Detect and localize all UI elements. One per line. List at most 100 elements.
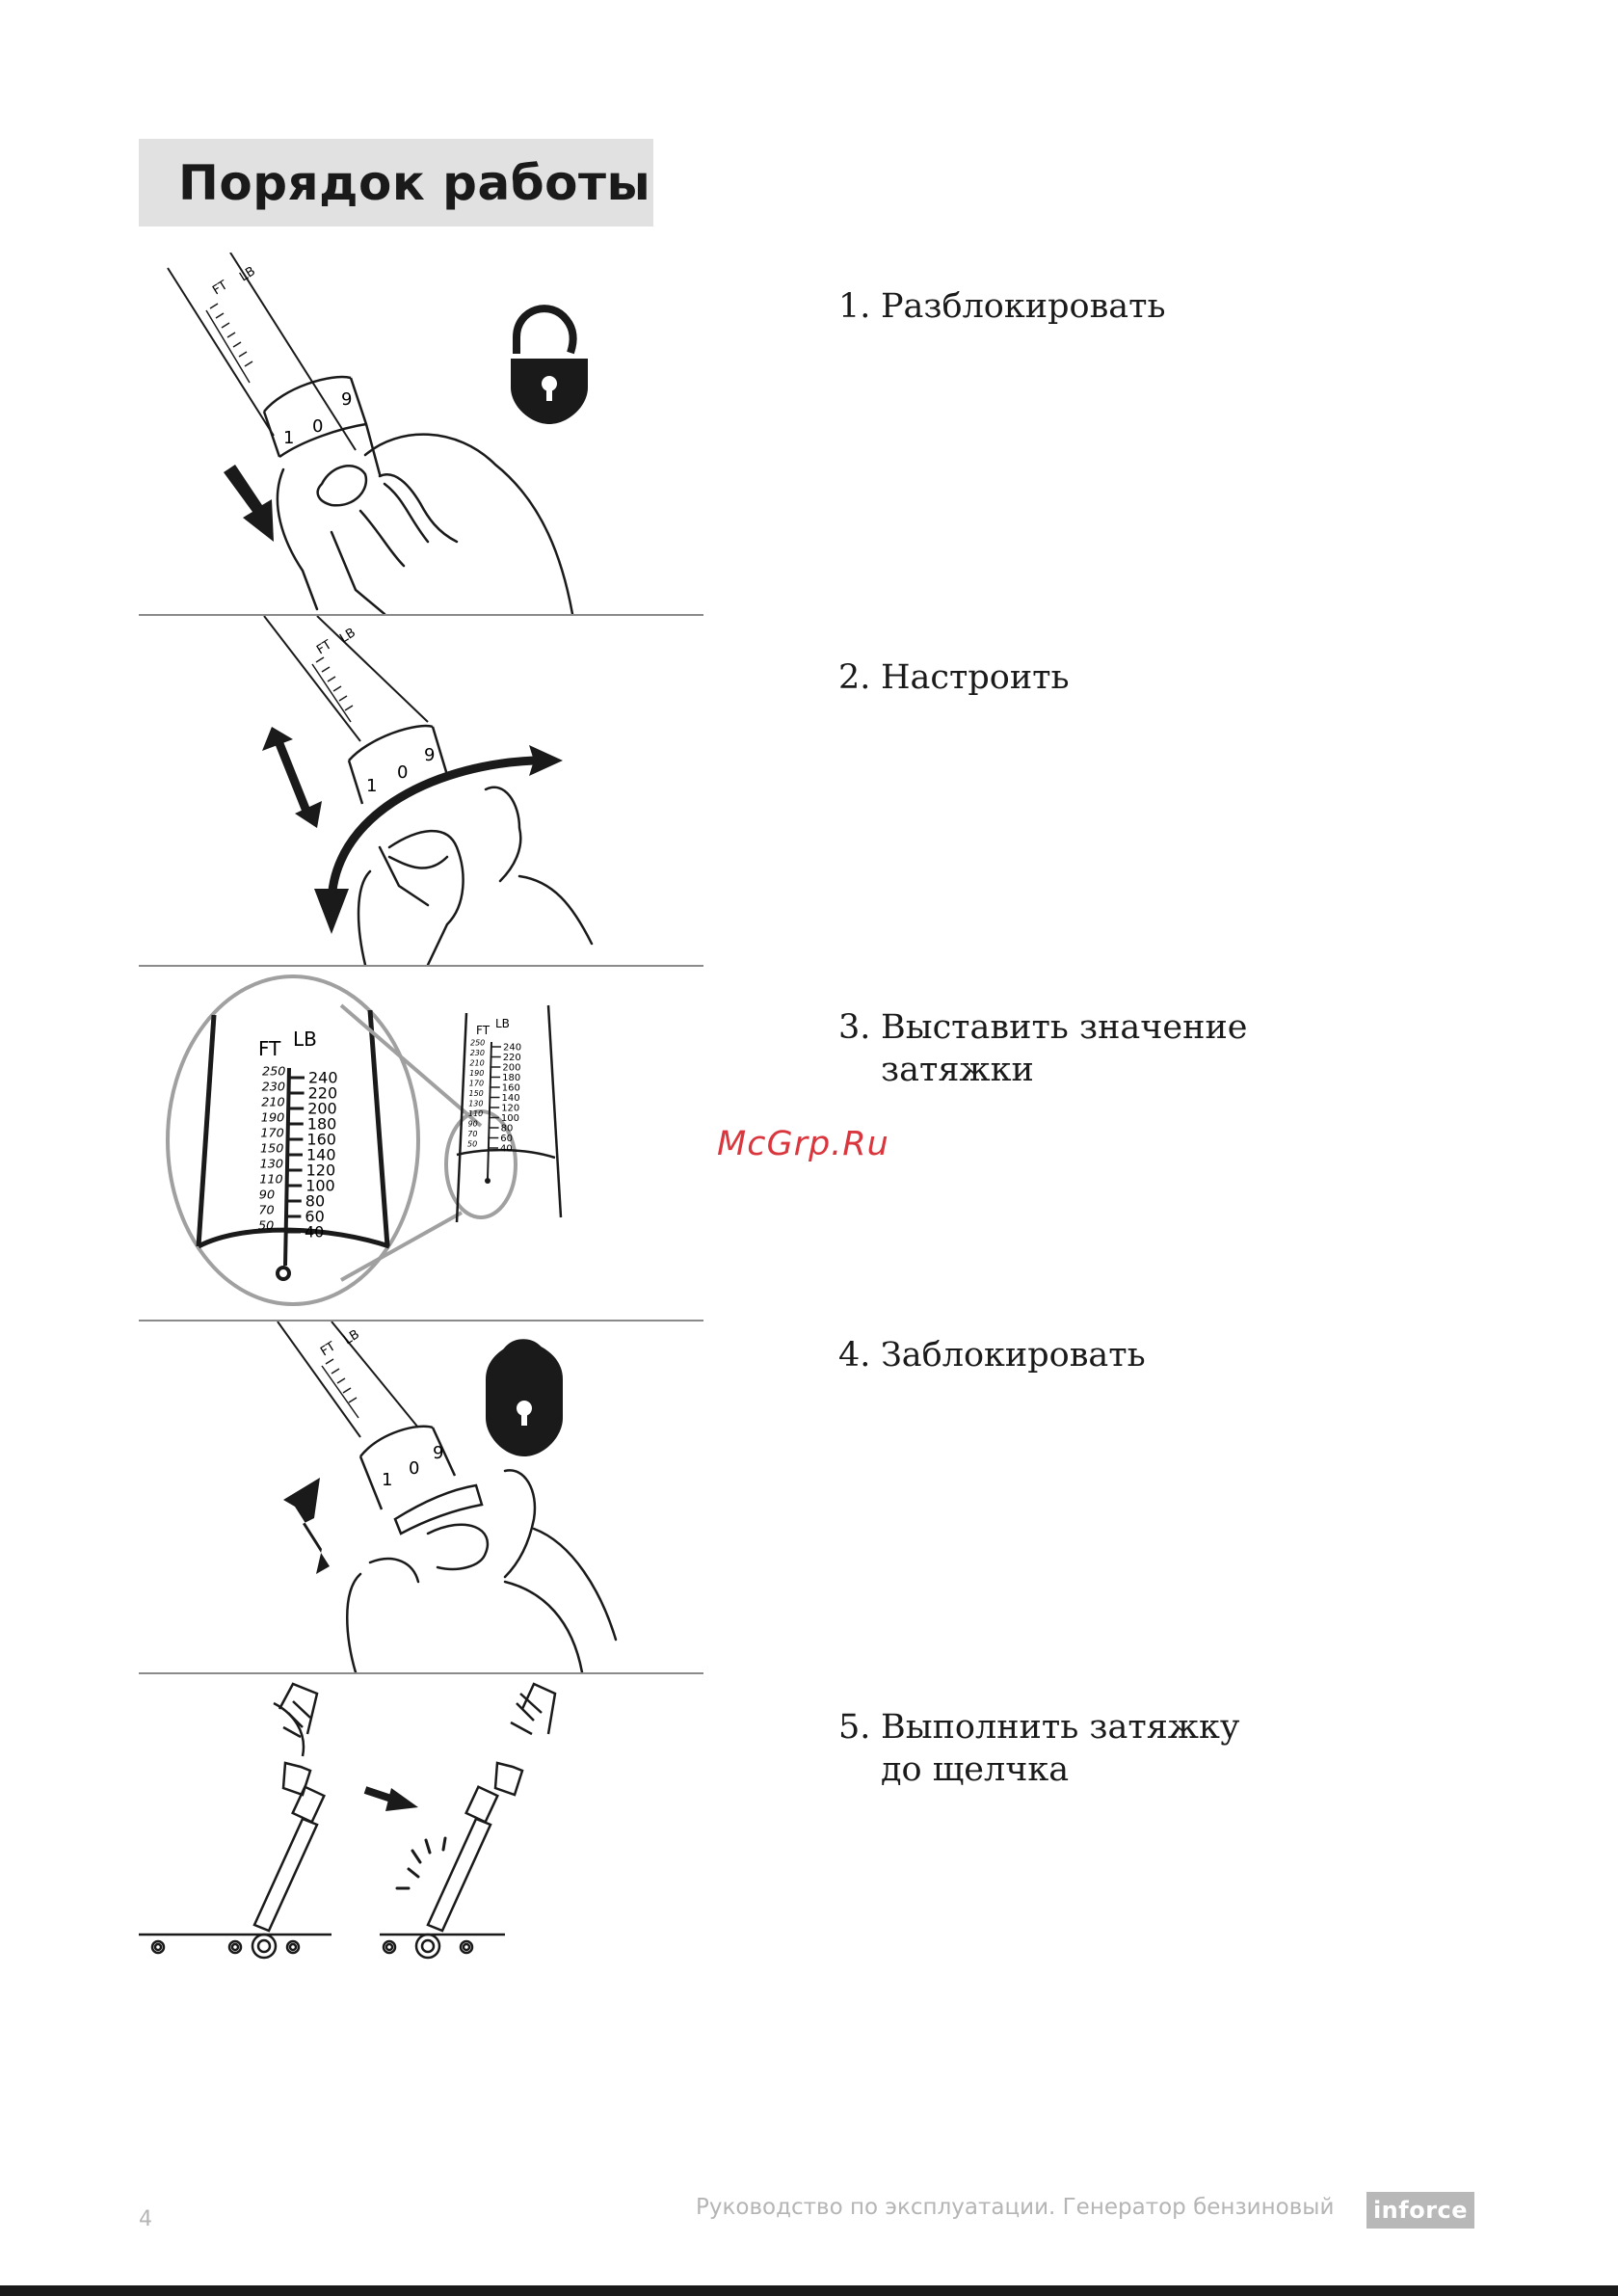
step-4: 4. Заблокировать [838, 1334, 1146, 1376]
scale-lb-value: 140 [502, 1093, 520, 1104]
illustration-tighten [139, 1682, 557, 1960]
scale-ft-value: 70 [467, 1130, 477, 1138]
scale-ft-label: FT [318, 1340, 338, 1360]
divider [139, 965, 703, 967]
step-text-continued: до щелчка [881, 1750, 1070, 1789]
step-number: 2. [838, 658, 871, 697]
brand-logo: inforce [1366, 2192, 1474, 2229]
illustration-lock: FT LB 1 0 9 [277, 1322, 618, 1672]
scale-ft-value: 230 [262, 1081, 285, 1095]
dial-digit: 1 [382, 1470, 392, 1490]
step-text: Выполнить затяжку [881, 1708, 1240, 1747]
step-3: 3. Выставить значение затяжки [838, 1006, 1248, 1091]
step-number: 4. [838, 1336, 871, 1375]
scale-ft-value: 250 [262, 1065, 285, 1080]
step-text: Настроить [881, 658, 1070, 697]
scale-lb-value: 180 [307, 1115, 337, 1134]
dial-digit: 9 [424, 745, 435, 765]
scale-ft-label: FT [210, 279, 230, 299]
scale-ft-value: 210 [261, 1096, 284, 1110]
scale-ft-value: 110 [468, 1109, 483, 1118]
wrench-before-icon [139, 1682, 332, 1960]
rotate-arrow-icon [327, 756, 535, 906]
illustration-set-value: FT LB 2402202001801601401201008060402502… [166, 974, 563, 1306]
padlock-closed-icon [486, 1339, 563, 1456]
scale-ft-value: 150 [260, 1142, 283, 1157]
scale-ft-value: 130 [260, 1158, 283, 1172]
page-title-box: Порядок работы [139, 139, 653, 227]
scale-lb-value: 200 [502, 1063, 520, 1074]
double-arrow-icon [262, 727, 322, 828]
scale-ft-label: FT [258, 1037, 281, 1060]
arrow-right-icon [363, 1786, 418, 1811]
scale-ft-value: 90 [468, 1119, 478, 1128]
dial-digit: 0 [312, 416, 323, 437]
dial-digit: 1 [283, 428, 294, 448]
divider [139, 1320, 703, 1322]
illustration-unlock: FT LB 1 0 9 [167, 253, 588, 614]
arrow-up-icon [283, 1478, 330, 1574]
step-text-continued: затяжки [881, 1051, 1034, 1089]
scale-lb-label: LB [237, 264, 258, 284]
scale-lb-value: 160 [502, 1083, 520, 1094]
scale-ft-value: 170 [469, 1079, 484, 1087]
scale-lb-value: 220 [503, 1053, 521, 1063]
dial-digit: 1 [366, 776, 377, 796]
scale-lb-value: 220 [308, 1084, 338, 1103]
arrow-down-icon [224, 465, 274, 542]
scale-ft-label: FT [314, 638, 334, 658]
illustration-adjust: FT LB 1 0 9 [262, 616, 594, 965]
divider [139, 614, 703, 616]
bottom-bar [0, 2285, 1618, 2296]
scale-ft-value: 110 [259, 1173, 282, 1188]
divider [139, 1672, 703, 1674]
wrench-after-icon [380, 1682, 557, 1960]
scale-lb-value: 40 [500, 1144, 513, 1155]
dial-digit: 9 [433, 1443, 443, 1463]
step-text: Заблокировать [881, 1336, 1146, 1375]
scale-ft-value: 50 [467, 1139, 477, 1148]
scale-lb-label: LB [341, 1327, 362, 1348]
scale-lb-value: 120 [306, 1161, 336, 1180]
scale-lb-label: LB [337, 626, 358, 646]
scale-ft-value: 90 [259, 1188, 275, 1203]
scale-lb-value: 240 [308, 1069, 338, 1087]
scale-lb-value: 60 [500, 1134, 513, 1144]
step-5: 5. Выполнить затяжку до щелчка [838, 1706, 1239, 1791]
page-title: Порядок работы [178, 154, 651, 211]
step-number: 3. [838, 1008, 871, 1047]
dial-digit: 9 [341, 389, 352, 410]
step-1: 1.Разблокировать [838, 285, 1166, 328]
dial-digit: 0 [409, 1458, 419, 1479]
padlock-open-icon [511, 305, 588, 424]
scale-lb-value: 100 [305, 1177, 335, 1195]
scale-ft-value: 130 [468, 1099, 483, 1108]
scale-lb-value: 60 [305, 1208, 324, 1226]
scale-ft-value: 150 [469, 1089, 484, 1098]
scale-lb-value: 40 [305, 1223, 324, 1241]
scale-lb-value: 140 [306, 1146, 336, 1164]
watermark: McGrp.Ru [717, 1125, 889, 1163]
dial-digit: 0 [397, 762, 408, 783]
footer-text: Руководство по эксплуатации. Генератор б… [696, 2195, 1335, 2220]
click-lines-icon [395, 1836, 447, 1890]
scale-ft-value: 250 [470, 1038, 485, 1047]
scale-lb-value: 160 [306, 1131, 336, 1149]
scale-ft-value: 230 [470, 1049, 485, 1057]
scale-lb-value: 120 [501, 1104, 519, 1114]
scale-ft-value: 170 [260, 1127, 283, 1141]
page-number: 4 [139, 2207, 152, 2231]
scale-ft-value: 190 [261, 1111, 284, 1126]
scale-ft-value: 70 [258, 1204, 274, 1218]
step-text: Выставить значение [881, 1008, 1248, 1047]
scale-lb-value: 80 [305, 1192, 325, 1211]
scale-lb-value: 180 [502, 1073, 520, 1083]
step-2: 2. Настроить [838, 656, 1070, 699]
scale-lb-label: LB [495, 1017, 510, 1030]
step-number: 5. [838, 1708, 871, 1747]
scale-lb-value: 240 [503, 1043, 521, 1054]
scale-ft-value: 210 [469, 1058, 484, 1067]
scale-lb-value: 200 [307, 1100, 337, 1118]
step-text: Разблокировать [881, 287, 1166, 326]
scale-lb-label: LB [293, 1028, 317, 1051]
